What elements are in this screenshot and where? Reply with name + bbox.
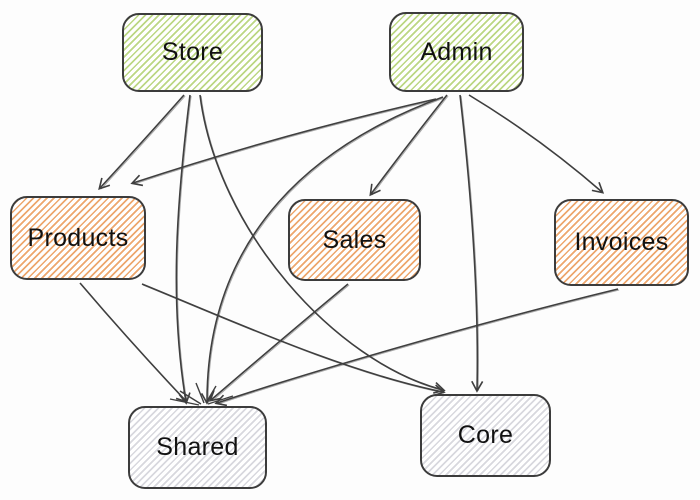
edge-ghost-products-core — [142, 284, 445, 394]
edge-ghost-admin-invoices — [469, 95, 604, 194]
node-core: Core — [420, 394, 551, 477]
sketch-stroke — [205, 385, 217, 404]
edge-ghost-admin-products — [133, 99, 438, 185]
node-core-label: Core — [457, 421, 514, 449]
sketch-stroke — [195, 382, 205, 404]
edge-ghost-sales-shared — [211, 284, 350, 402]
edge-store-core — [199, 94, 446, 394]
edge-ghost-invoices-shared — [217, 289, 620, 405]
edge-products-shared — [79, 282, 188, 404]
node-store-label: Store — [161, 38, 224, 66]
node-invoices: Invoices — [554, 199, 689, 286]
node-products-label: Products — [27, 223, 129, 252]
node-products: Products — [10, 196, 146, 280]
node-admin: Admin — [389, 12, 524, 92]
edge-admin-shared — [200, 96, 444, 405]
node-shared-label: Shared — [156, 433, 239, 461]
edge-admin-invoices — [468, 94, 605, 194]
edge-admin-sales — [369, 94, 448, 197]
edge-ghost-admin-shared — [207, 97, 445, 404]
edge-ghost-admin-core — [460, 95, 479, 392]
edge-store-shared — [175, 94, 191, 405]
node-shared: Shared — [128, 406, 267, 489]
edge-invoices-shared — [214, 288, 619, 407]
node-sales: Sales — [288, 199, 421, 281]
sketch-stroke — [179, 390, 202, 405]
edge-admin-products — [130, 98, 437, 187]
sketch-stroke — [169, 398, 200, 406]
edge-store-products — [98, 94, 185, 191]
edge-admin-core — [459, 94, 484, 393]
sketch-stroke — [207, 395, 234, 405]
node-sales-label: Sales — [322, 225, 387, 254]
edge-sales-shared — [208, 283, 349, 402]
node-admin-label: Admin — [420, 37, 493, 66]
node-store: Store — [122, 13, 263, 92]
edge-ghost-store-shared — [176, 95, 192, 404]
node-invoices-label: Invoices — [574, 228, 669, 256]
edge-ghost-store-products — [100, 95, 186, 190]
edge-products-core — [141, 283, 446, 397]
